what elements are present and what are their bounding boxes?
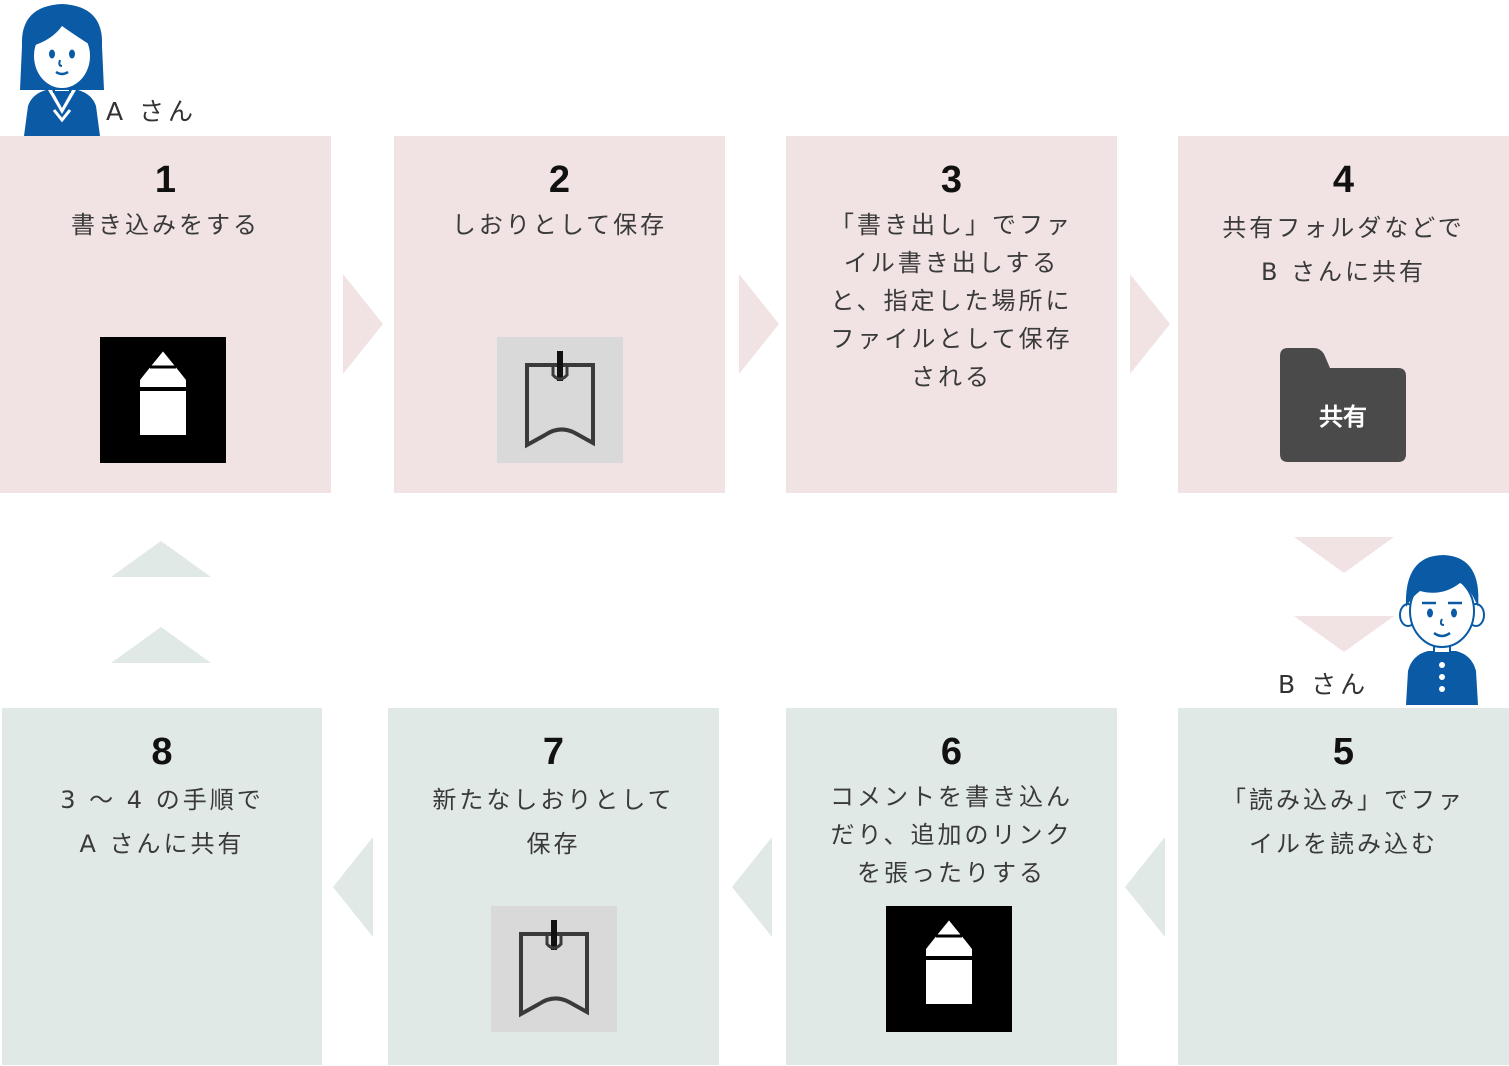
boy-avatar-icon xyxy=(1399,555,1485,705)
pencil-icon xyxy=(886,906,1012,1032)
step-description: 3 ～ 4 の手順で A さんに共有 xyxy=(60,786,264,858)
step-number: 3 xyxy=(940,159,963,201)
step-number: 6 xyxy=(940,731,963,773)
step-card-5: 5 「読み込み」でファ イルを読み込む xyxy=(1178,708,1509,1065)
step-description: しおりとして保存 xyxy=(451,211,668,239)
step-card-8: 8 3 ～ 4 の手順で A さんに共有 xyxy=(2,708,322,1065)
step-card-3: 3 「書き出し」でファ イル書き出しする と、指定した場所に ファイルとして保存… xyxy=(786,136,1117,493)
arrow-right-icon xyxy=(739,274,779,374)
person-b-label: B さん xyxy=(1278,670,1370,699)
girl-avatar-icon xyxy=(20,4,104,136)
arrow-left-icon xyxy=(732,837,772,937)
step-description: 新たなしおりとして 保存 xyxy=(432,786,675,858)
pencil-icon xyxy=(100,337,226,463)
bookmark-icon xyxy=(491,906,617,1032)
step-number: 5 xyxy=(1332,731,1355,773)
step-description: 書き込みをする xyxy=(71,211,260,239)
arrow-up-icon xyxy=(111,627,211,663)
step-number: 4 xyxy=(1332,159,1355,201)
step-description: コメントを書き込ん だり、追加のリンク を張ったりする xyxy=(830,783,1073,887)
step-number: 2 xyxy=(548,159,571,201)
arrow-right-icon xyxy=(343,274,383,374)
person-a-label: A さん xyxy=(106,97,198,126)
arrow-down-icon xyxy=(1294,616,1394,652)
arrow-right-icon xyxy=(1130,274,1170,374)
step-card-6: 6 コメントを書き込ん だり、追加のリンク を張ったりする xyxy=(786,708,1117,1065)
step-description: 「書き出し」でファ イル書き出しする と、指定した場所に ファイルとして保存 さ… xyxy=(830,211,1073,391)
step-number: 1 xyxy=(154,159,177,201)
folder-label: 共有 xyxy=(1319,403,1367,431)
step-card-4: 4 共有フォルダなどで B さんに共有 共有 xyxy=(1178,136,1509,493)
arrow-left-icon xyxy=(333,837,373,937)
bookmark-icon xyxy=(497,337,623,463)
step-card-2: 2 しおりとして保存 xyxy=(394,136,725,493)
arrow-up-icon xyxy=(111,541,211,577)
step-number: 8 xyxy=(151,731,173,773)
shared-folder-icon: 共有 xyxy=(1280,348,1406,462)
step-number: 7 xyxy=(542,731,565,773)
arrow-left-icon xyxy=(1125,837,1165,937)
arrow-down-icon xyxy=(1294,537,1394,573)
step-description: 「読み込み」でファ イルを読み込む xyxy=(1222,786,1465,858)
step-description: 共有フォルダなどで B さんに共有 xyxy=(1222,214,1465,286)
step-card-7: 7 新たなしおりとして 保存 xyxy=(388,708,719,1065)
step-card-1: 1 書き込みをする xyxy=(0,136,331,493)
